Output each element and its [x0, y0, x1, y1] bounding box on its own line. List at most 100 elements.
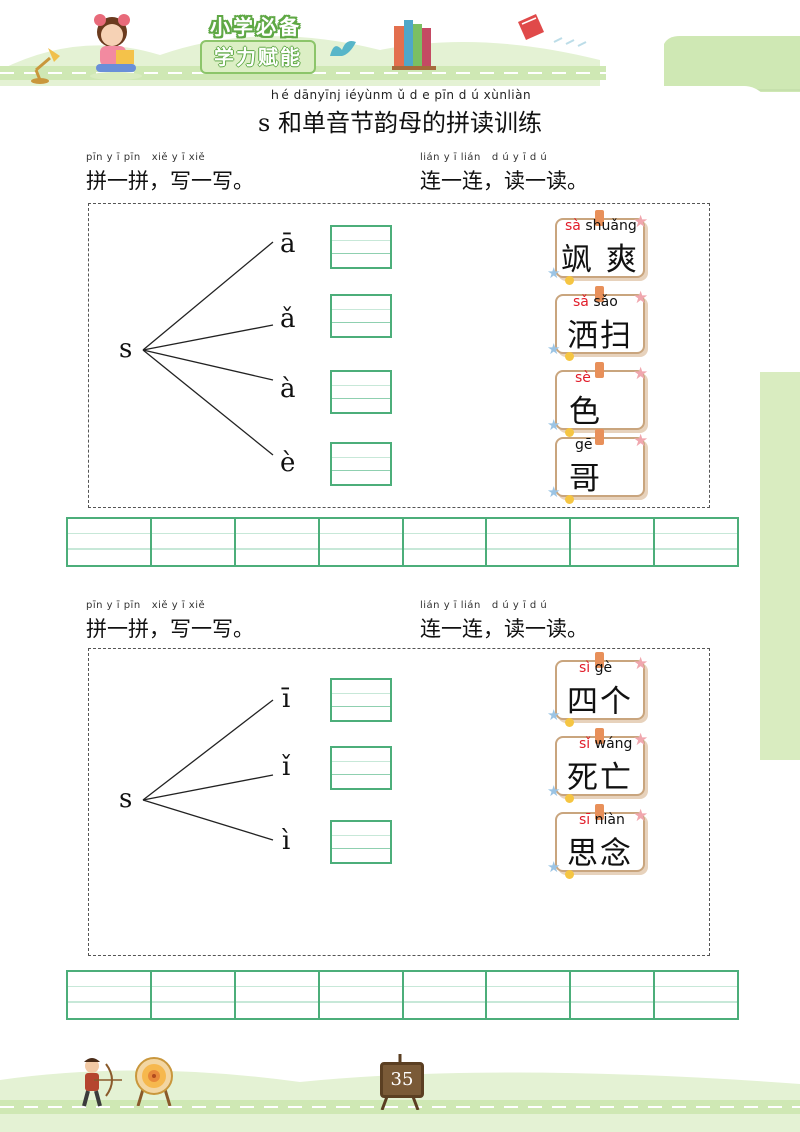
writing-cell[interactable] — [571, 519, 656, 565]
writing-box[interactable] — [330, 370, 392, 414]
badge-top: 小学必备 — [210, 15, 302, 39]
plant-icon — [330, 41, 356, 56]
page-number: 35 — [380, 1062, 424, 1098]
word-card[interactable]: sì gè 四个 ★ ★ — [547, 652, 653, 728]
writing-cell[interactable] — [404, 519, 488, 565]
dot-icon — [565, 276, 574, 285]
writing-cell[interactable] — [236, 519, 320, 565]
writing-cell[interactable] — [68, 972, 152, 1018]
card-pinyin: sǎ sǎo — [573, 294, 618, 310]
card-characters: 死亡 — [567, 760, 633, 796]
dot-icon — [565, 718, 574, 727]
word-card[interactable]: sǐ wáng 死亡 ★ ★ — [547, 728, 653, 804]
dot-icon — [565, 870, 574, 879]
writing-cell[interactable] — [320, 972, 404, 1018]
star-icon: ★ — [633, 212, 649, 232]
dot-icon — [565, 495, 574, 504]
writing-strip-2[interactable] — [66, 970, 739, 1020]
card-pinyin: sè — [575, 370, 591, 386]
writing-cell[interactable] — [487, 519, 572, 565]
writing-strip-1[interactable] — [66, 517, 739, 567]
word-card[interactable]: sè 色 ★ ★ — [547, 362, 653, 438]
exercise-box-2 — [88, 648, 710, 956]
card-pinyin: sì gè — [579, 660, 613, 676]
girl-reading-illustration — [90, 14, 142, 80]
dot-icon — [565, 352, 574, 361]
pin-icon — [595, 804, 604, 820]
card-pinyin: sǐ wáng — [579, 736, 633, 752]
card-pinyin: gē — [575, 437, 593, 453]
side-tab — [760, 372, 800, 760]
final-letter: ǎ — [280, 304, 296, 334]
archery-target-icon — [135, 1057, 173, 1106]
pin-icon — [595, 429, 604, 445]
archer-illustration — [82, 1058, 122, 1107]
card-characters: 四个 — [567, 684, 633, 720]
writing-box[interactable] — [330, 746, 392, 790]
writing-cell[interactable] — [152, 519, 236, 565]
star-icon: ★ — [547, 483, 561, 501]
final-letter: ī — [282, 684, 291, 714]
badge-bottom: 学力赋能 — [200, 40, 316, 74]
writing-cell[interactable] — [655, 972, 737, 1018]
pin-icon — [595, 652, 604, 668]
card-characters: 哥 — [569, 461, 602, 497]
card-characters: 色 — [569, 394, 602, 430]
card-characters: 洒扫 — [567, 318, 633, 354]
final-letter: è — [280, 448, 296, 478]
footer-decoration — [0, 1070, 800, 1132]
writing-box[interactable] — [330, 678, 392, 722]
writing-cell[interactable] — [236, 972, 320, 1018]
instruction-pinyin-left-2: pīn y ī pīn xiě y ī xiě — [86, 600, 206, 611]
word-card[interactable]: gē 哥 ★ ★ — [547, 429, 653, 505]
card-characters: 飒 爽 — [561, 242, 639, 278]
star-icon: ★ — [633, 288, 649, 308]
connector-lines-2 — [142, 699, 274, 841]
star-icon: ★ — [633, 654, 649, 674]
instruction-left-2: 拼一拼，写一写。 — [86, 617, 254, 641]
writing-cell[interactable] — [655, 519, 737, 565]
title-pinyin: ｈé dānyīnj iéyùnm ǔ d e pīn d ú xùnliàn — [268, 88, 532, 102]
star-icon: ★ — [547, 416, 561, 434]
instruction-pinyin-right-2: lián y ī lián d ú y ī d ú — [420, 600, 548, 611]
writing-cell[interactable] — [404, 972, 488, 1018]
initial-letter-2: s — [119, 784, 133, 814]
exercise-box-1 — [88, 203, 710, 508]
writing-box[interactable] — [330, 442, 392, 486]
writing-cell[interactable] — [571, 972, 656, 1018]
writing-box[interactable] — [330, 294, 392, 338]
word-card[interactable]: sī niàn 思念 ★ ★ — [547, 804, 653, 880]
star-icon: ★ — [633, 730, 649, 750]
star-icon: ★ — [547, 706, 561, 724]
instruction-left-1: 拼一拼，写一写。 — [86, 169, 254, 193]
writing-box[interactable] — [330, 225, 392, 269]
writing-cell[interactable] — [320, 519, 404, 565]
card-pinyin: sī niàn — [579, 812, 625, 828]
star-icon: ★ — [547, 264, 561, 282]
writing-cell[interactable] — [152, 972, 236, 1018]
writing-cell[interactable] — [68, 519, 152, 565]
books-icon — [392, 20, 436, 70]
writing-box[interactable] — [330, 820, 392, 864]
cloud-decoration — [553, 37, 587, 47]
star-icon: ★ — [547, 858, 561, 876]
pin-icon — [595, 362, 604, 378]
star-icon: ★ — [547, 340, 561, 358]
initial-letter-1: s — [119, 334, 133, 364]
dot-icon — [565, 428, 574, 437]
writing-cell[interactable] — [487, 972, 572, 1018]
word-card[interactable]: sà shuǎng 飒 爽 ★ ★ — [547, 210, 653, 286]
instruction-right-1: 连一连，读一读。 — [420, 169, 588, 193]
desk-lamp-icon — [31, 48, 60, 84]
star-icon: ★ — [633, 364, 649, 384]
word-card[interactable]: sǎ sǎo 洒扫 ★ ★ — [547, 286, 653, 362]
final-letter: ǐ — [282, 752, 291, 782]
instruction-right-2: 连一连，读一读。 — [420, 617, 588, 641]
star-icon: ★ — [547, 782, 561, 800]
dot-icon — [565, 794, 574, 803]
card-pinyin: sà shuǎng — [565, 218, 637, 234]
final-letter: ā — [280, 229, 296, 259]
final-letter: à — [280, 374, 296, 404]
page-title: s 和单音节韵母的拼读训练 — [258, 109, 542, 137]
pin-icon — [595, 286, 604, 302]
